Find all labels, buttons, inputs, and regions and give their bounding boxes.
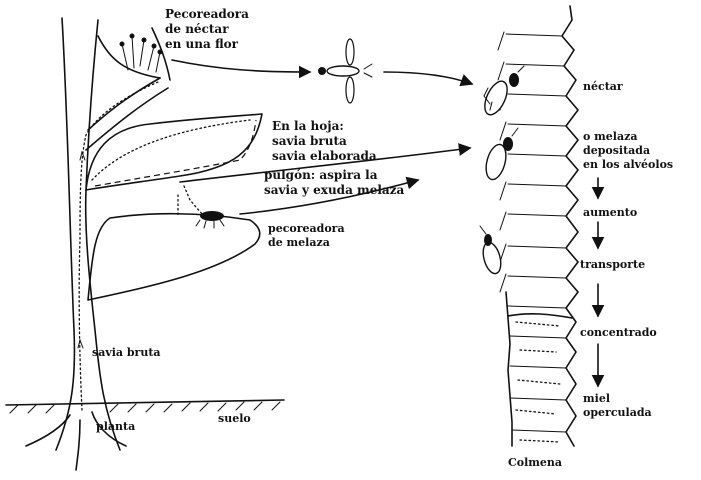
- process-step: néctar: [583, 80, 623, 93]
- step-line: aumento: [583, 206, 637, 219]
- plant-label: planta: [96, 420, 135, 433]
- process-step: aumento: [583, 206, 637, 219]
- plant-drawing: [6, 18, 284, 470]
- hive-comb: [498, 6, 578, 446]
- step-line: concentrado: [580, 326, 657, 339]
- label-line: pulgón: aspira la: [264, 168, 378, 182]
- process-step: o melaza depositada en los alvéolos: [583, 130, 673, 171]
- soil-label: suelo: [218, 412, 251, 425]
- step-line: o melaza: [583, 130, 637, 143]
- leaf-label: En la hoja: savia bruta savia elaborada: [272, 119, 377, 163]
- label-line: En la hoja:: [272, 119, 344, 133]
- step-line: en los alvéolos: [583, 158, 673, 171]
- step-line: néctar: [583, 80, 623, 93]
- label-line: savia bruta: [272, 134, 347, 148]
- label-line: pecoreadora: [268, 222, 345, 235]
- hive-label: Colmena: [508, 456, 562, 469]
- step-line: operculada: [583, 406, 652, 419]
- nectar-forager-label: Pecoreadora de néctar en una flor: [165, 7, 253, 51]
- honeydew-forager-label: pecoreadora de melaza: [268, 222, 348, 249]
- process-step: concentrado: [580, 326, 657, 339]
- label-line: savia y exuda melaza: [264, 183, 405, 197]
- label-line: de melaza: [268, 236, 330, 249]
- raw-sap-label: savia bruta: [92, 346, 161, 359]
- label-line: Pecoreadora: [165, 7, 249, 21]
- label-line: en una flor: [165, 37, 239, 51]
- process-step: miel operculada: [583, 392, 652, 419]
- step-line: transporte: [580, 258, 645, 271]
- worker-bee-icon: [480, 66, 524, 118]
- label-line: de néctar: [165, 22, 229, 36]
- process-step: transporte: [580, 258, 645, 271]
- step-line: miel: [583, 392, 610, 405]
- flying-bee-icon: [318, 39, 372, 103]
- aphid-label: pulgón: aspira la savia y exuda melaza: [264, 168, 405, 197]
- worker-bee-icon: [480, 226, 504, 276]
- worker-bee-icon: [483, 128, 518, 182]
- label-line: savia elaborada: [272, 149, 377, 163]
- step-line: depositada: [583, 144, 650, 157]
